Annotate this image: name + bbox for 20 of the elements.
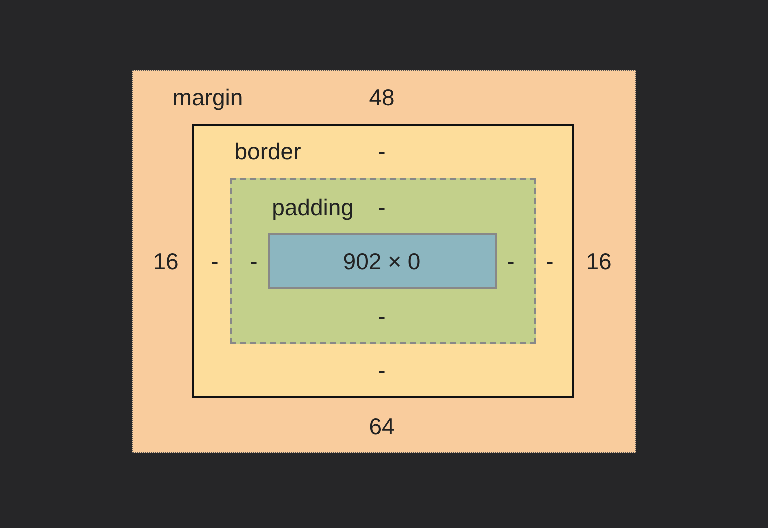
- value-label: 902 × 0: [343, 248, 421, 276]
- box-label: margin: [172, 84, 244, 112]
- value-label: 16: [586, 248, 612, 276]
- border-box: [192, 124, 574, 398]
- value-label: -: [507, 248, 515, 276]
- value-label: -: [211, 248, 219, 276]
- padding-box: [230, 178, 536, 344]
- value-label: -: [378, 304, 386, 330]
- value-label: -: [378, 194, 386, 222]
- content-box: [268, 233, 497, 289]
- value-label: 16: [153, 248, 179, 276]
- box-label: padding: [272, 194, 354, 222]
- value-label: -: [378, 138, 386, 166]
- value-label: -: [250, 248, 258, 276]
- box-label: border: [234, 138, 302, 166]
- value-label: 48: [369, 84, 395, 112]
- value-label: 64: [369, 414, 395, 440]
- margin-box: [132, 70, 636, 453]
- value-label: -: [378, 358, 386, 384]
- value-label: -: [546, 248, 554, 276]
